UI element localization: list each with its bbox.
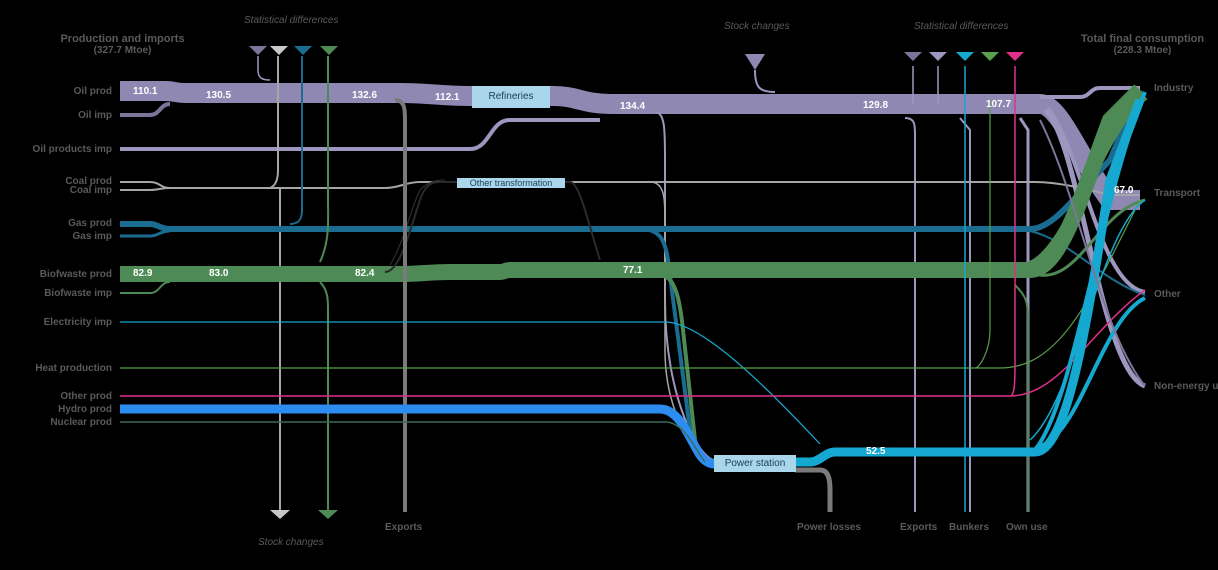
source-label-coal-imp: Coal imp [69,185,112,196]
gas-other-flow [1029,230,1146,296]
gas-arrow-icon [294,46,312,55]
coal-to-power [615,181,716,461]
source-label-oil-prod: Oil prod [73,86,112,97]
elec-arrow-icon [956,52,974,61]
stock-change-bio-icon [318,510,338,519]
value-oil-5: 129.8 [863,100,889,111]
sink-label-nonenergy: Non-energy u [1154,381,1218,392]
bio-own-use [1014,284,1029,512]
value-oil-4: 134.4 [620,101,646,112]
value-oil-1: 130.5 [206,90,232,101]
bottom-label-power-losses: Power losses [797,522,861,533]
source-label-electricity-imp: Electricity imp [43,317,112,328]
source-label-heat-production: Heat production [35,363,112,374]
stock-change-coal-icon [270,510,290,519]
source-label-nuclear-prod: Nuclear prod [50,417,112,428]
value-oil-2: 132.6 [352,90,378,101]
sink-label-industry: Industry [1154,83,1194,94]
coal-stock-flow [269,56,281,512]
sink-label-other: Other [1154,289,1181,300]
sink-label-transport: Transport [1154,188,1201,199]
source-label-biofwaste-imp: Biofwaste imp [44,288,112,299]
stock-changes-bottom-label: Stock changes [258,537,324,548]
exports-left-flow [394,98,407,512]
oil-stat-left [257,56,271,81]
value-oil-3: 112.1 [435,92,460,103]
hydro-flow [120,404,716,469]
left-title: Production and imports (327.7 Mtoe) [40,33,205,57]
electricity-imp-flow [120,321,821,445]
oil-flow-main [120,81,1140,210]
stat-markers-left [249,46,338,55]
value-oil-6: 107.7 [986,99,1012,110]
stat-markers-right [904,52,1024,61]
stat-diff-left-label: Statistical differences [244,15,339,26]
power-output-industry [1033,91,1147,452]
stock-changes-top-label: Stock changes [724,21,790,32]
oil-arrow-icon [904,52,922,61]
source-label-gas-imp: Gas imp [72,231,112,242]
left-title-text: Production and imports [60,33,185,45]
coal-arrow-icon [270,46,288,55]
source-label-biofwaste-prod: Biofwaste prod [39,269,112,280]
source-label-oil-products-imp: Oil products imp [32,144,112,155]
oil-arrow-icon [249,46,267,55]
oil-exports-right [904,117,916,512]
oil-nonenergy-flow [1043,108,1147,389]
oil-other-flow [1046,106,1146,294]
right-title-text: Total final consumption [1080,33,1205,45]
node-power-station: Power station [714,455,796,472]
bottom-label-own-use: Own use [1006,522,1048,533]
coal-prod-flow [120,181,1140,196]
node-other-transformation: Other transformation [457,178,565,188]
oil-stat-right [912,66,939,104]
source-label-gas-prod: Gas prod [68,218,112,229]
elec-transport-thin [1029,199,1146,441]
source-label-hydro-prod: Hydro prod [58,404,112,415]
nonenergy-mix [1039,119,1146,387]
bio-imp-flow [120,281,171,294]
value-transport: 67.0 [1114,185,1134,196]
source-label-coal-prod: Coal prod [65,176,112,187]
value-bio-2: 83.0 [209,268,229,279]
node-refineries: Refineries [472,86,550,108]
bio-arrow-icon [320,46,338,55]
source-label-oil-imp: Oil imp [78,110,112,121]
value-bio-4: 77.1 [623,265,643,276]
oil-products-imp-flow [120,118,600,151]
value-bio-1: 82.9 [133,268,153,279]
other-transformation-link-2 [389,179,446,266]
bio-arrow-icon [981,52,999,61]
nuclear-flow [120,421,706,463]
other-arrow-icon [1006,52,1024,61]
stock-change-top-icon [745,54,765,70]
power-losses-flow [795,467,833,512]
heat-flow [120,100,1141,369]
coal-imp-flow [120,187,171,191]
bio-other-flow [1028,92,1148,269]
bottom-label-exports-left: Exports [385,522,423,533]
oil-industry-flow [1040,86,1140,99]
right-title: Total final consumption (228.3 Mtoe) [1070,33,1215,57]
value-power: 52.5 [866,446,886,457]
bottom-label-bunkers: Bunkers [949,522,990,533]
oil-stock-change [754,69,776,93]
source-label-other-prod: Other prod [60,391,112,402]
stat-diff-right-label: Statistical differences [914,21,1009,32]
gas-stat-flow [289,56,303,225]
oil-imp-flow [120,102,171,117]
power-output-other [1034,296,1146,450]
value-oil-prod: 110.1 [133,86,158,97]
oil-bunkers [959,117,971,512]
right-subtitle: (228.3 Mtoe) [1113,45,1172,56]
value-bio-3: 82.4 [355,268,375,279]
bottom-label-exports-right: Exports [900,522,938,533]
bio-stock-flow [319,56,330,512]
gas-imp-flow [120,229,171,238]
left-subtitle: (327.7 Mtoe) [93,45,152,56]
bio-transport-flow [1039,198,1146,277]
oil-arrow-icon [929,52,947,61]
